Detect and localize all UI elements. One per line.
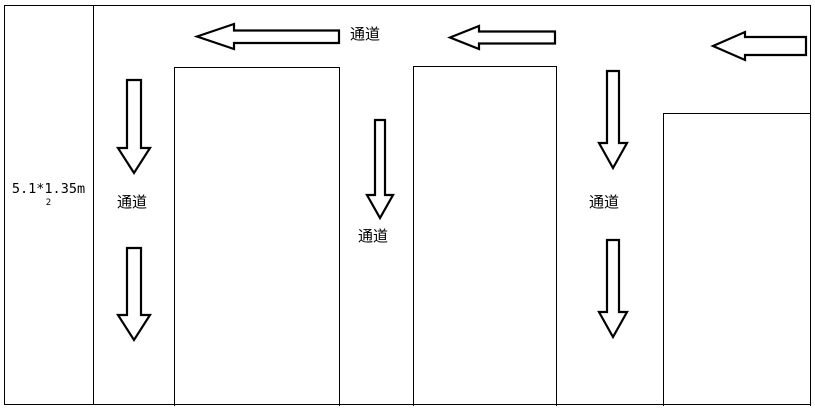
aisle-arrow-left-top-2 [447,24,557,51]
aisle-arrow-down-left-lower [115,246,153,343]
aisle-arrow-left-top-1 [193,22,341,51]
aisle-label-middle-column: 通道 [358,227,389,245]
aisle-arrow-down-right-upper [597,69,629,171]
aisle-arrow-down-right-lower [597,238,629,340]
room-block-1 [174,67,340,406]
room-block-2 [413,66,557,406]
left-panel-divider [93,5,94,405]
room-block-3 [663,113,811,406]
area-label-value: 5.1*1.35m [11,181,86,197]
aisle-label-right-column: 通道 [589,193,620,211]
area-label-superscript: 2 [45,197,52,208]
aisle-arrow-down-left-upper [115,78,153,176]
aisle-label-top: 通道 [350,25,381,43]
area-label: 5.1*1.35m 2 [4,181,93,208]
aisle-label-left-column: 通道 [117,193,148,211]
aisle-arrow-left-top-3 [710,30,808,62]
aisle-arrow-down-middle [365,118,395,221]
